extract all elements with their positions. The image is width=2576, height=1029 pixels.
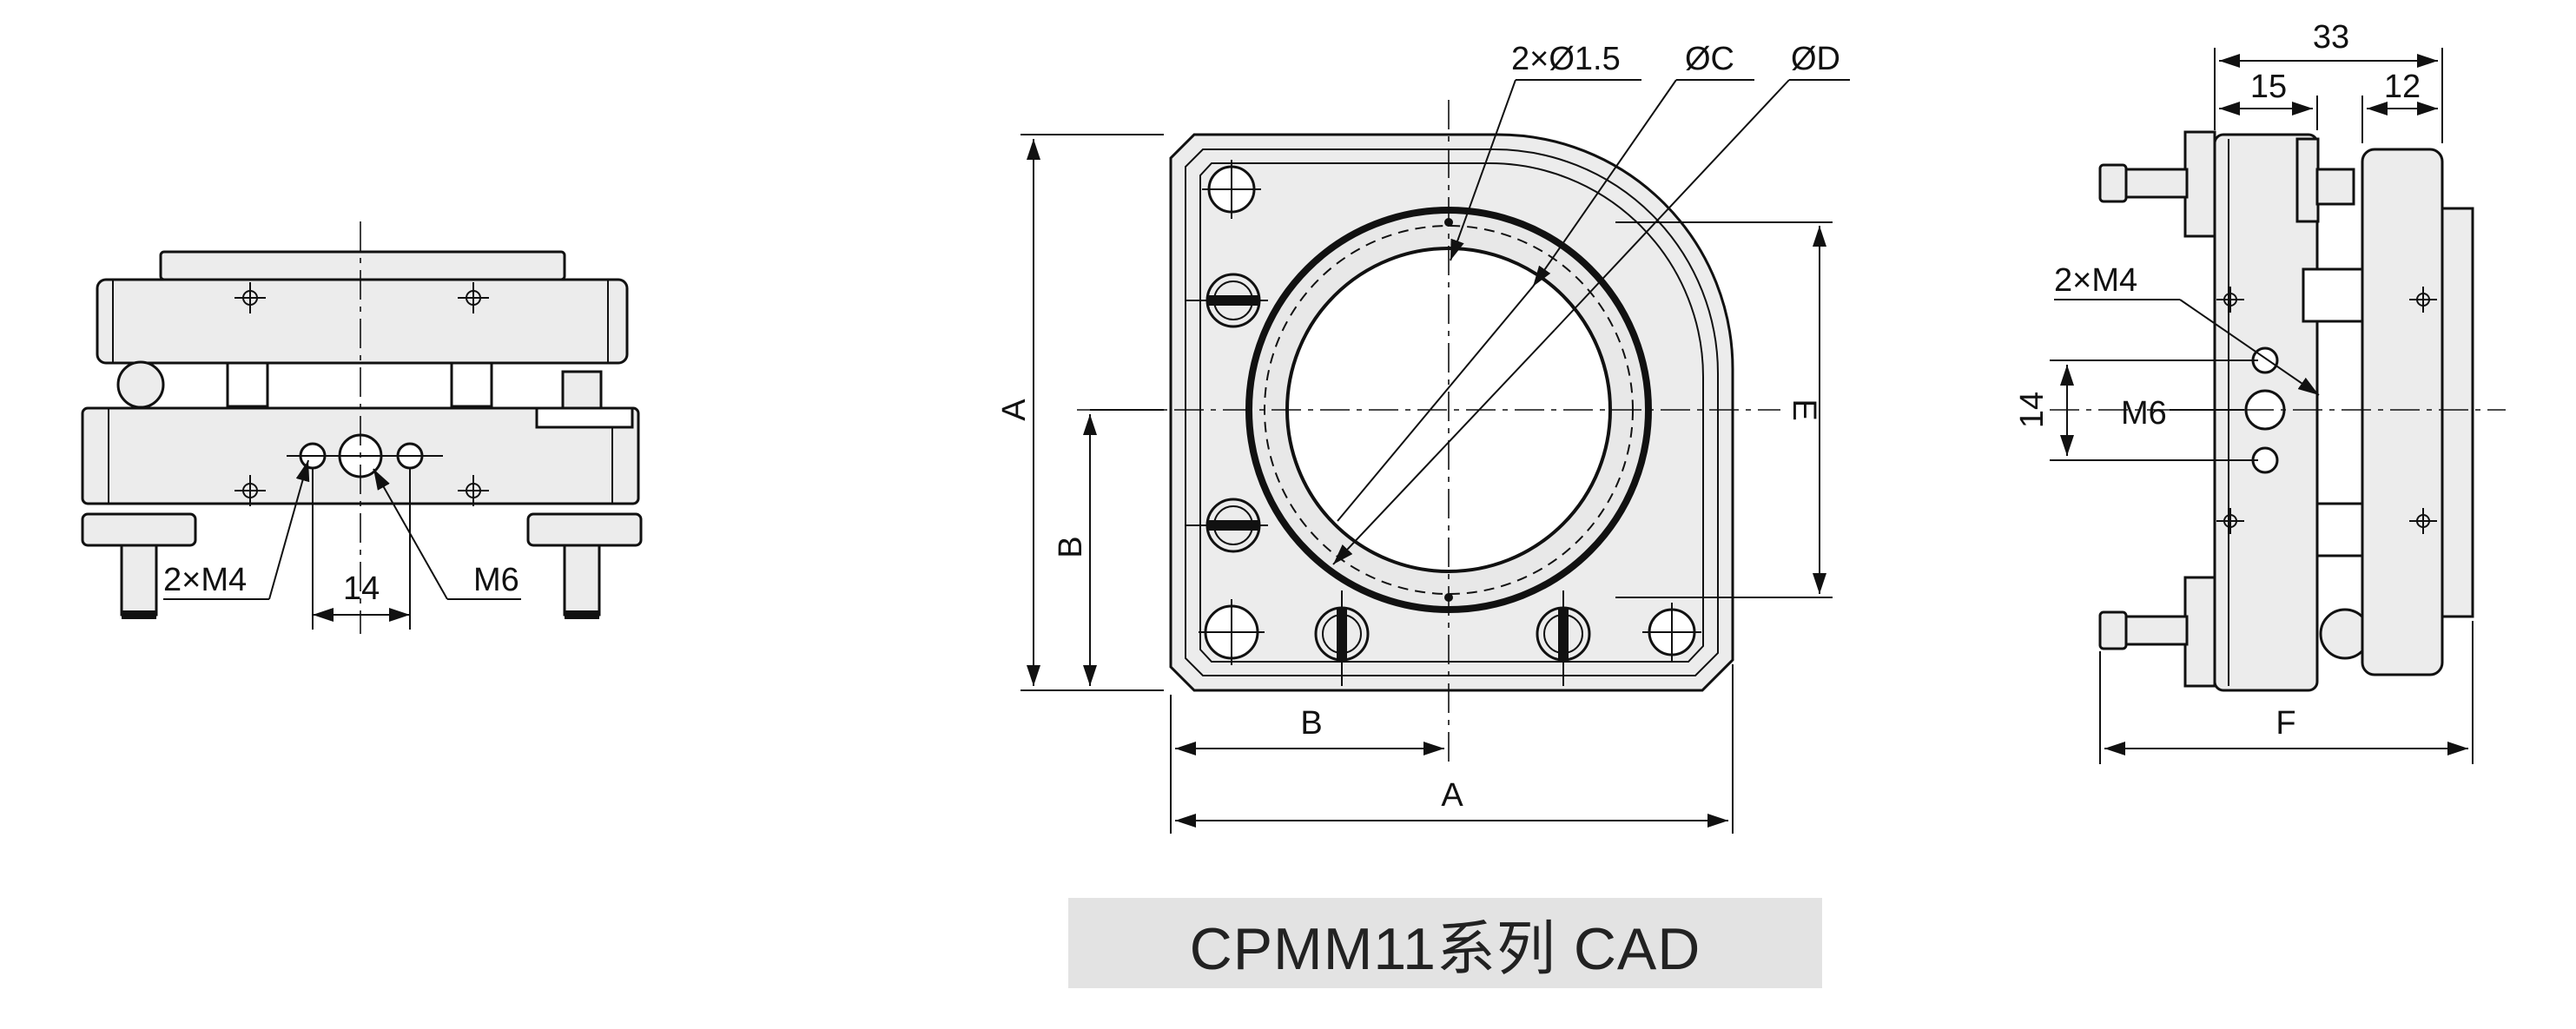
label-dia-d: ØD xyxy=(1791,41,1840,77)
label-12: 12 xyxy=(2384,69,2421,105)
label-b-horizontal: B xyxy=(1300,705,1322,742)
spring-post-left xyxy=(226,361,269,408)
label-15: 15 xyxy=(2250,69,2287,105)
label-pin-holes: 2×Ø1.5 xyxy=(1511,41,1621,77)
label-a-horizontal: A xyxy=(1441,777,1463,814)
spring-housing xyxy=(2302,267,2368,323)
knob-top xyxy=(2183,130,2216,238)
knob-cap-right xyxy=(526,512,643,547)
label-a-vertical: A xyxy=(996,399,1033,421)
right-view: 33 15 12 2×M4 M6 14 F xyxy=(2014,19,2506,764)
ball-bearing xyxy=(116,360,165,409)
label-left-14: 14 xyxy=(343,571,380,607)
mid-spacer xyxy=(2295,137,2320,223)
label-dia-c: ØC xyxy=(1685,41,1734,77)
label-left-m6: M6 xyxy=(473,562,519,598)
label-b-vertical: B xyxy=(1053,536,1089,557)
hole-markers xyxy=(234,282,489,506)
label-e: E xyxy=(1786,399,1822,420)
caption: CPMM11系列 CAD xyxy=(1068,898,1822,988)
spring-post-right xyxy=(450,361,493,408)
retaining-screws xyxy=(1186,273,1591,686)
label-right-m6: M6 xyxy=(2121,395,2167,432)
label-f: F xyxy=(2275,705,2295,742)
label-33: 33 xyxy=(2313,19,2349,56)
adjuster-left xyxy=(120,544,158,617)
label-right-14: 14 xyxy=(2014,392,2051,428)
left-view: 2×M4 14 M6 xyxy=(81,221,643,634)
cell-lip xyxy=(2441,207,2474,618)
corner-holes xyxy=(1199,160,1701,665)
top-plate xyxy=(96,278,629,365)
optic-cell xyxy=(2361,148,2444,676)
knob-bottom xyxy=(2183,576,2216,688)
front-view: 2×Ø1.5 ØC ØD A B E B A xyxy=(996,41,1850,834)
top-rim xyxy=(159,250,566,281)
knob-cap-left xyxy=(81,512,197,547)
label-left-2xm4: 2×M4 xyxy=(163,562,247,598)
label-right-2xm4: 2×M4 xyxy=(2054,262,2137,299)
adjuster-right xyxy=(563,544,601,617)
